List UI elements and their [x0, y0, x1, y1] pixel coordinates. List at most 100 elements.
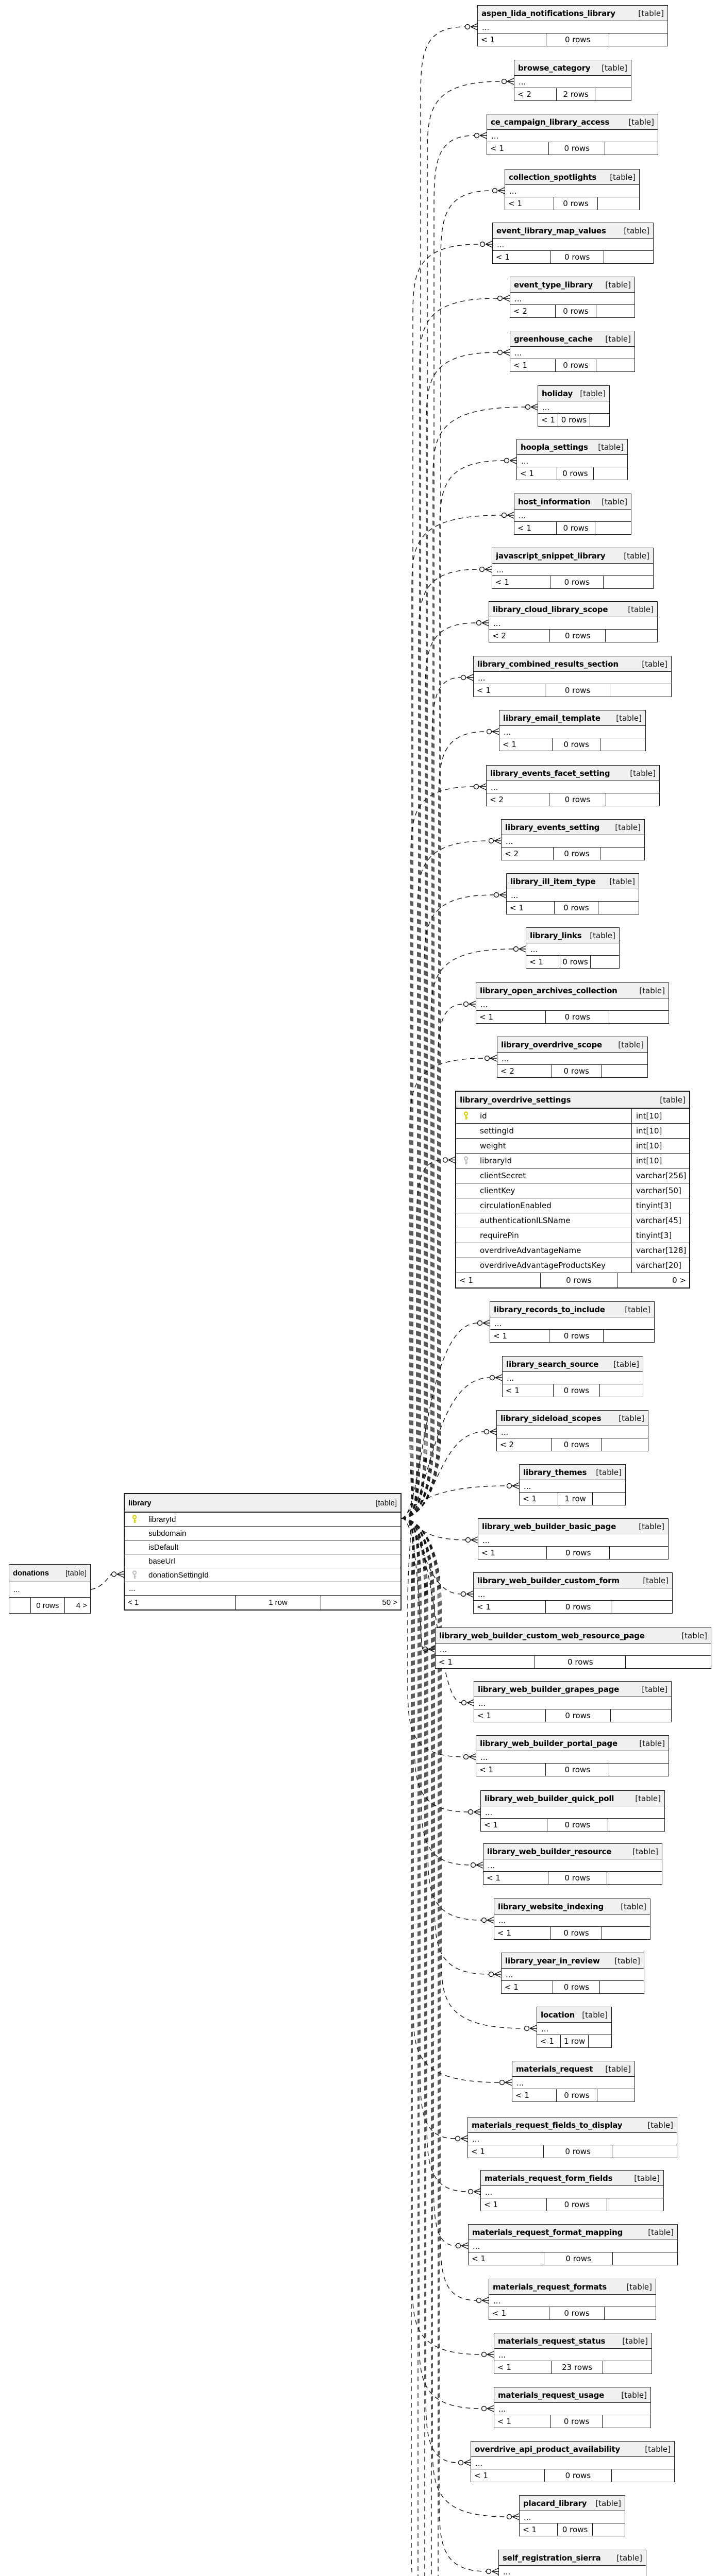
collapsed-columns-row: ...	[490, 1317, 654, 1330]
children-count	[609, 1547, 668, 1559]
row-count: 0 rows	[549, 630, 605, 642]
parents-count: < 2	[490, 795, 504, 804]
table-type-tag: [table]	[647, 2120, 673, 2130]
table-library_web_builder_custom_form[interactable]: library_web_builder_custom_form[table]..…	[473, 1572, 673, 1614]
table-library_events_facet_setting[interactable]: library_events_facet_setting[table]...< …	[486, 765, 660, 806]
row-count: 0 rows	[553, 848, 600, 860]
children-count	[596, 2089, 634, 2102]
parents-count: < 1	[474, 2471, 488, 2480]
table-aspen_lida_notifications_library[interactable]: aspen_lida_notifications_library [table].…	[477, 5, 668, 46]
collapsed-columns-ellipsis: ...	[541, 2024, 549, 2033]
children-count	[603, 251, 653, 263]
column-type: tinyint[3]	[631, 1228, 689, 1243]
parents-count: < 1	[496, 252, 510, 262]
children-count	[594, 88, 631, 100]
collapsed-columns-ellipsis: ...	[519, 511, 526, 520]
row-count: 0 rows	[546, 33, 608, 46]
row-count: 2 rows	[556, 88, 595, 100]
table-library_cloud_library_scope[interactable]: library_cloud_library_scope[table]...< 2…	[489, 601, 658, 642]
table-materials_request_format_mapping[interactable]: materials_request_format_mapping[table].…	[468, 2224, 678, 2265]
collapsed-columns-row: ...	[478, 21, 667, 33]
collapsed-columns-ellipsis: ...	[478, 1589, 486, 1599]
children-count	[603, 576, 653, 588]
table-type-tag: [table]	[638, 8, 664, 18]
table-type-tag: [table]	[626, 2282, 652, 2292]
column-name: donationSettingId	[148, 1570, 209, 1580]
children-count	[610, 684, 671, 697]
collapsed-columns-row: ...	[489, 2295, 656, 2307]
collapsed-columns-row: ...	[125, 1582, 400, 1596]
table-type-tag: [table]	[642, 1684, 667, 1694]
parents-count: < 1	[490, 144, 504, 153]
parents-count: < 2	[492, 631, 506, 640]
children-count	[600, 848, 644, 860]
table-library_open_archives_collection[interactable]: library_open_archives_collection[table].…	[476, 982, 669, 1024]
table-title: library_web_builder_portal_page	[480, 1738, 617, 1748]
collapsed-columns-row: ...	[502, 1969, 644, 1981]
collapsed-columns-ellipsis: ...	[530, 944, 538, 954]
table-library_web_builder_quick_poll[interactable]: library_web_builder_quick_poll[table]...…	[480, 1790, 665, 1832]
table-title: aspen_lida_notifications_library	[481, 8, 615, 18]
table-type-tag: [table]	[634, 2173, 660, 2183]
table-self_registration_sierra[interactable]: self_registration_sierra[table]...< 10 r…	[498, 2550, 646, 2576]
column-type: varchar[20]	[631, 1258, 689, 1273]
table-library_web_builder_portal_page[interactable]: library_web_builder_portal_page[table]..…	[476, 1735, 669, 1776]
table-title: library_events_facet_setting	[490, 768, 610, 778]
table-materials_request_fields_to_display[interactable]: materials_request_fields_to_display[tabl…	[467, 2117, 677, 2158]
table-title: library_events_setting	[505, 822, 600, 832]
parents-count: < 1	[497, 2363, 511, 2372]
table-library_combined_results_section[interactable]: library_combined_results_section[table].…	[473, 656, 672, 697]
table-materials_request_form_fields[interactable]: materials_request_form_fields[table]...<…	[480, 2170, 664, 2211]
table-library_web_builder_grapes_page[interactable]: library_web_builder_grapes_page[table]..…	[474, 1681, 672, 1722]
table-library_web_builder_custom_web_resource_page[interactable]: library_web_builder_custom_web_resource_…	[435, 1628, 711, 1669]
row-count: 0 rows	[552, 738, 600, 751]
children-count	[590, 956, 619, 968]
collapsed-columns-ellipsis: ...	[13, 1585, 20, 1594]
parents-count: < 1	[477, 1602, 491, 1612]
column-name: weight	[480, 1141, 506, 1150]
table-library_web_builder_resource[interactable]: library_web_builder_resource[table]...< …	[483, 1843, 662, 1885]
row-count: 0 rows	[545, 1709, 610, 1722]
collapsed-columns-row: ...	[514, 510, 631, 522]
collapsed-columns-row: ...	[510, 347, 634, 359]
table-overdrive_api_product_availability[interactable]: overdrive_api_product_availability[table…	[471, 2441, 675, 2482]
table-library_web_builder_basic_page[interactable]: library_web_builder_basic_page[table]...…	[478, 1518, 669, 1560]
table-type-tag: [table]	[621, 1902, 646, 1911]
